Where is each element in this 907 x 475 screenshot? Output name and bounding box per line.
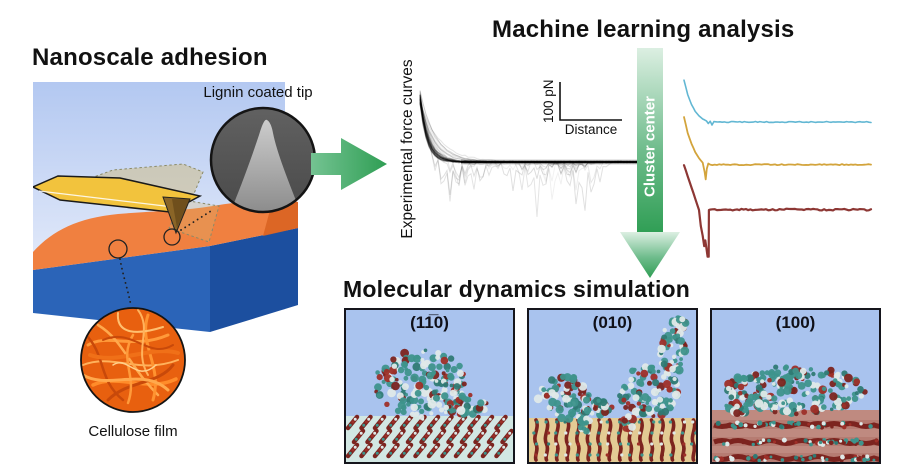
md-title: Molecular dynamics simulation — [343, 276, 691, 302]
md-panel-label: (010) — [592, 313, 633, 332]
dots-to-cellulose — [119, 258, 132, 307]
scale-bar-x-label: Distance — [565, 122, 618, 137]
film-zoom-ring — [108, 239, 128, 259]
cluster-arrow-label: Cluster center — [641, 96, 659, 197]
cluster-arrow-icon — [620, 48, 680, 278]
cellulose-border — [80, 307, 186, 413]
sem-tip-inset — [209, 106, 317, 214]
lignin-tip-label: Lignin coated tip — [203, 84, 313, 101]
md-panel-110: (11̅0) — [344, 308, 515, 464]
md-panel-010-render — [529, 310, 696, 462]
arrow-right-icon — [311, 138, 387, 190]
substrate-front — [33, 246, 210, 332]
md-panel-010: (010) — [527, 308, 698, 464]
afm-tip — [162, 196, 191, 235]
cellulose-film-surface — [33, 200, 298, 270]
force-curve-bundle — [419, 90, 649, 217]
cellulose-fibers — [81, 309, 180, 405]
cellulose-background — [81, 308, 185, 412]
tip-zoom-ring — [163, 228, 181, 246]
substrate-side — [210, 228, 298, 332]
md-panel-label: (100) — [775, 313, 816, 332]
cellulose-film-label: Cellulose film — [88, 423, 178, 440]
cellulose-inset — [80, 307, 186, 413]
ml-title: Machine learning analysis — [492, 16, 795, 43]
cantilever-highlight — [38, 190, 174, 208]
cluster-centers-plot — [682, 79, 873, 258]
md-panel-100: (100) — [710, 308, 881, 464]
scale-bar-force-label: 100 pN — [541, 79, 556, 123]
md-panel-label: (11̅0) — [410, 313, 449, 332]
sem-tip-shape — [230, 119, 301, 212]
afm-tip-shade — [172, 199, 190, 228]
scale-bar — [559, 82, 622, 121]
dots-to-sem — [180, 210, 212, 231]
md-panel-100-render — [712, 310, 879, 462]
force-curves-plot: 100 pN Distance — [419, 79, 649, 217]
cantilever — [33, 175, 203, 213]
nanoscale-title: Nanoscale adhesion — [32, 44, 268, 71]
md-panel-110-render — [346, 310, 513, 462]
